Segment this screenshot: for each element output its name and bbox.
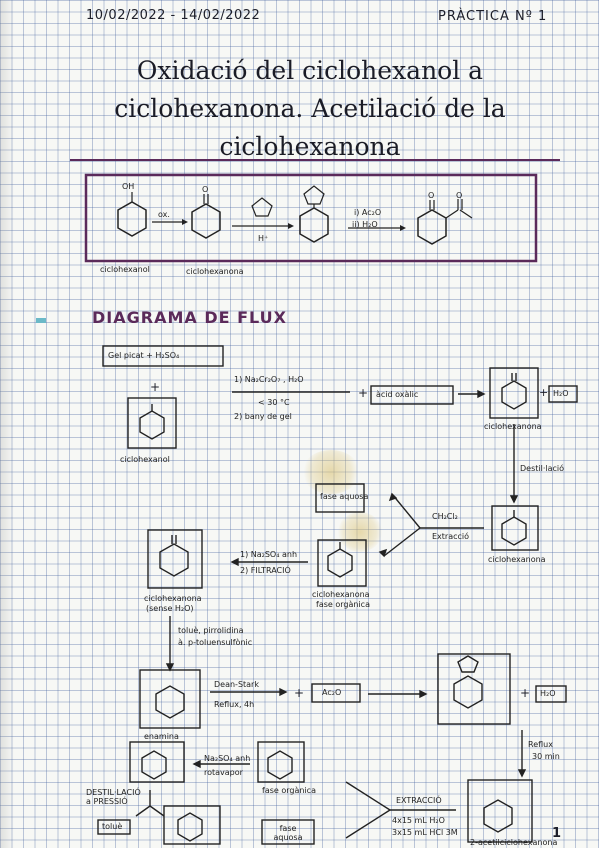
fase-organica-2-label: fase orgànica	[262, 786, 316, 795]
box-h2o-top	[548, 385, 578, 403]
box-iminium	[437, 653, 511, 725]
box-fase-aquosa-top	[315, 483, 365, 513]
na2so4-label: 1) Na₂SO₄ anh	[240, 550, 298, 559]
plus-2: +	[358, 386, 369, 400]
box-fase-organica-2	[257, 741, 305, 783]
toluene-line-2: à. p-toluensulfònic	[178, 638, 253, 647]
volume-1-label: 4x15 mL H₂O	[392, 816, 445, 825]
fase-organica-label: fase orgànica	[316, 600, 370, 609]
box-acid-oxalic	[370, 385, 454, 405]
svg-text:O: O	[202, 185, 208, 194]
ox-label: ox.	[158, 210, 170, 219]
ac2o-label: Ac₂O	[322, 688, 342, 697]
title-line-2: ciclohexanona. Acetilació de la	[114, 94, 506, 123]
diagram-heading: DIAGRAMA DE FLUX	[92, 308, 287, 327]
box-ciclohexanol	[127, 397, 177, 449]
ciclohexanona-label-top: ciclohexanona	[484, 422, 542, 431]
svg-text:O: O	[428, 191, 434, 200]
box-gel-picat	[102, 345, 224, 367]
extraccio-2-label: EXTRACCIÓ	[396, 796, 442, 805]
na2so4-anh-label: Na₂SO₄ anh	[204, 754, 251, 763]
box-h2o-bottom	[535, 685, 567, 703]
extraccio-label: Extracció	[432, 532, 470, 541]
plus-3: +	[539, 386, 549, 399]
box-enamina	[139, 669, 201, 729]
volume-2-label: 3x15 mL HCl 3M	[392, 828, 458, 837]
step-i-label: i) Ac₂O	[354, 208, 382, 217]
box-fase-aquosa-bottom	[261, 819, 315, 845]
destillacio-label: Destil·lació	[520, 464, 565, 473]
enamina-label: enamina	[144, 732, 179, 741]
ciclohexanona-label-mid: ciclohexanona	[488, 555, 546, 564]
reagent-2: 2) bany de gel	[234, 412, 292, 421]
destillacio-pressio-label: DESTIL·LACIÓ a PRESSIÓ	[86, 788, 141, 806]
fase-aquosa-bottom-label: fase aquosa	[273, 824, 303, 842]
stain-1	[302, 450, 360, 494]
toluene-label: toluè	[102, 822, 123, 831]
stain-2	[338, 512, 382, 552]
title-line-1: Oxidació del ciclohexanol a	[136, 56, 484, 85]
title-line-3: ciclohexanona	[219, 132, 401, 161]
reflux-4h-label: Reflux, 4h	[214, 700, 255, 709]
page-title: Oxidació del ciclohexanol a ciclohexanon…	[60, 52, 560, 166]
box-product-crude	[129, 741, 185, 783]
ciclohexanol-label: ciclohexanol	[120, 455, 170, 464]
fase-aquosa-top-label: fase aquosa	[320, 492, 369, 501]
box-toluene	[97, 819, 131, 835]
box-ciclohexanona-sense-h2o	[147, 529, 203, 589]
box-fase-organica	[317, 539, 367, 587]
ciclohexanona-label-org: ciclohexanona	[312, 590, 370, 599]
page-edge-shadow	[0, 0, 14, 848]
label-ciclohexanol-scheme: ciclohexanol	[100, 265, 150, 274]
box-ciclohexanona-mid	[491, 505, 539, 551]
product-label: 2-acetilciclohexanona	[470, 838, 558, 847]
box-ac2o	[311, 683, 361, 703]
hexagon-ciclohexanona	[191, 203, 221, 239]
page-number: 1	[552, 826, 562, 841]
sense-h2o-label: (sense H₂O)	[146, 604, 194, 613]
plus-5: +	[520, 686, 531, 700]
box-product	[467, 779, 533, 843]
reflux-label: Reflux	[528, 740, 553, 749]
rotavapor-label: rotavapor	[204, 768, 243, 777]
margin-mark	[36, 318, 46, 323]
h2o-top-label: H₂O	[553, 389, 569, 398]
ch2cl2-label: CH₂Cl₂	[432, 512, 458, 521]
svg-text:O: O	[456, 191, 462, 200]
plus-4: +	[294, 686, 305, 700]
box-ciclohexanona-top	[489, 367, 539, 419]
filtracio-label: 2) FILTRACIÓ	[240, 566, 291, 575]
temp-label: < 30 °C	[258, 398, 290, 407]
step-ii-label: ii) H₂O	[352, 220, 378, 229]
dean-stark-label: Dean-Stark	[214, 680, 259, 689]
h2o-bottom-label: H₂O	[540, 689, 556, 698]
label-ciclohexanona-scheme: ciclohexanona	[186, 267, 244, 276]
practice-number: PRÀCTICA Nº 1	[438, 9, 548, 24]
hexagon-acetilciclohexanona	[417, 209, 447, 245]
plus-1: +	[150, 380, 161, 394]
reagent-1: 1) Na₂Cr₂O₇ , H₂O	[234, 375, 304, 384]
gel-picat-label: Gel picat + H₂SO₄	[108, 351, 180, 360]
box-final-product	[163, 805, 221, 845]
h-plus-label: H⁺	[258, 234, 269, 243]
oh-label: OH	[122, 182, 135, 191]
date-range: 10/02/2022 - 14/02/2022	[86, 8, 261, 23]
ciclohexanona-label-left: ciclohexanona	[144, 594, 202, 603]
toluene-line-1: toluè, pirrolidina	[178, 626, 244, 635]
acid-oxalic-label: àcid oxàlic	[376, 390, 419, 399]
min30-label: 30 min	[532, 752, 560, 761]
scheme-border	[84, 173, 538, 263]
